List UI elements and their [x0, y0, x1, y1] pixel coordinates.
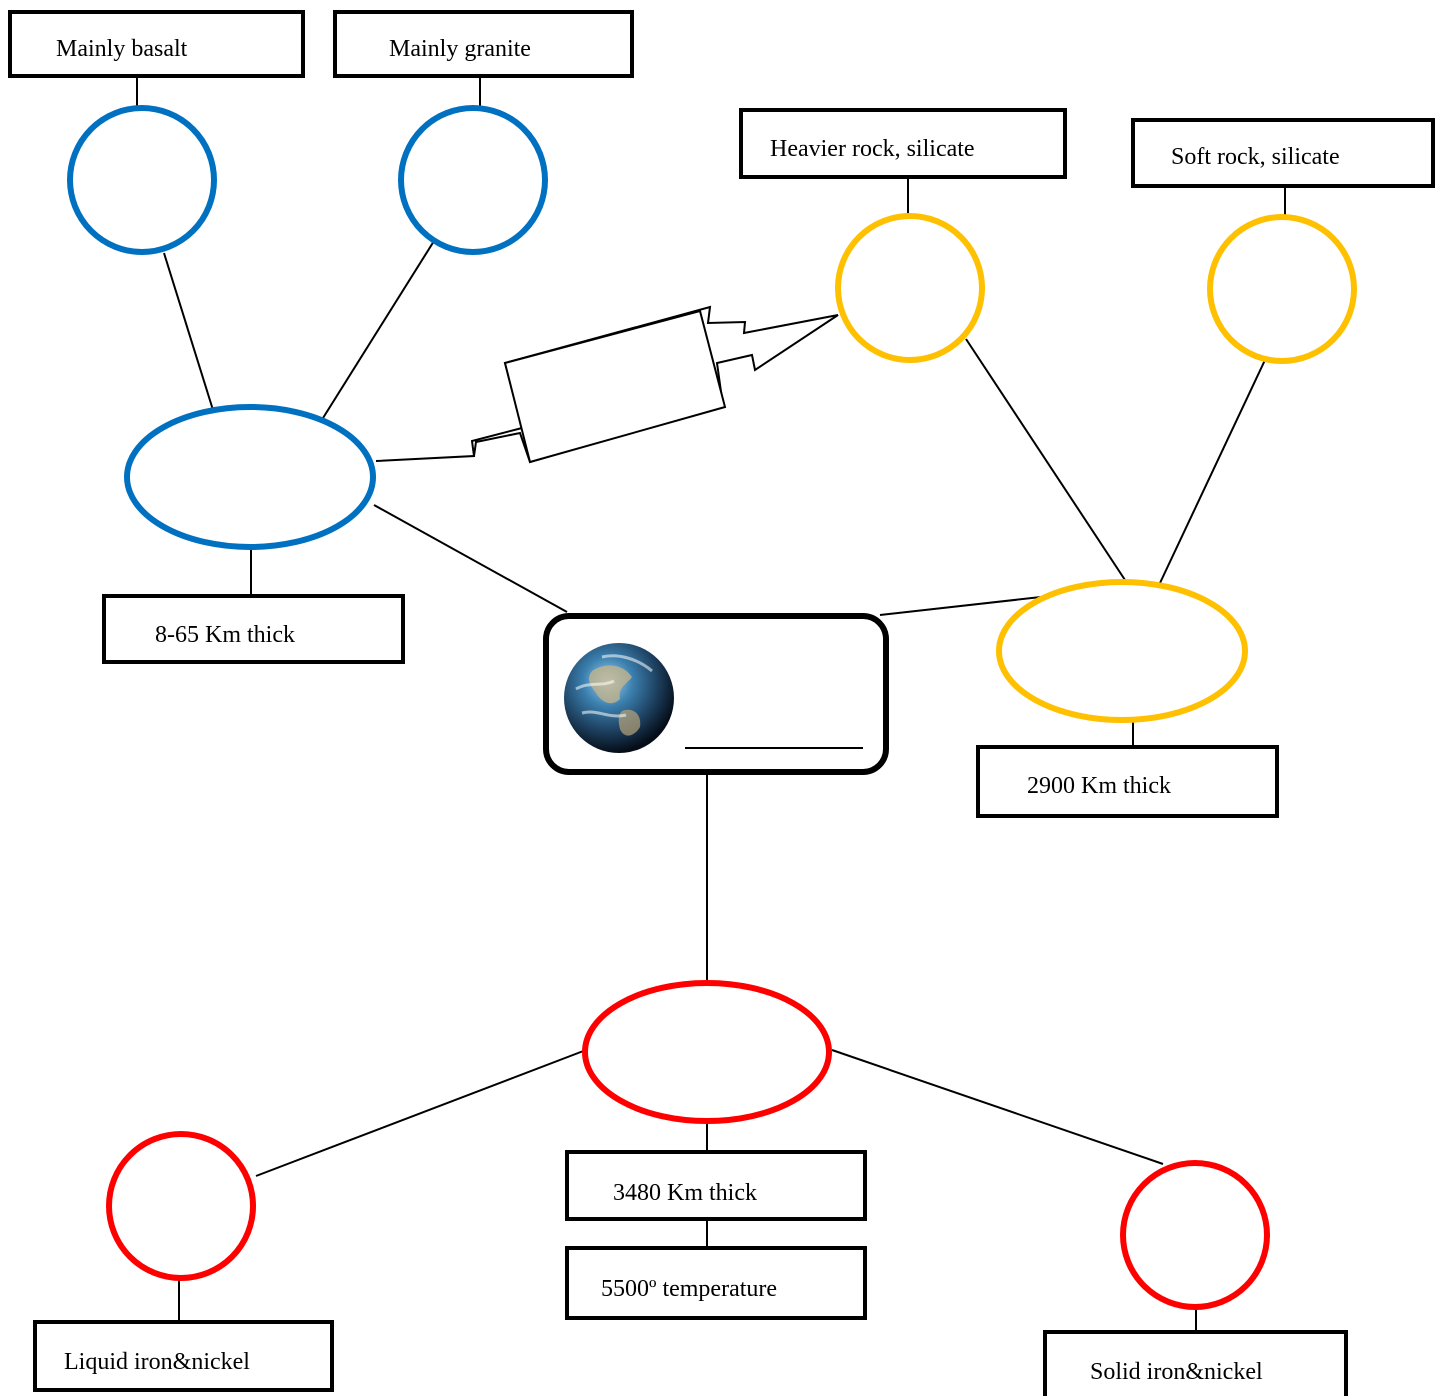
earth-answer-blank[interactable] [685, 721, 863, 749]
mantle-thickness-box: 2900 Km thick [976, 745, 1279, 818]
basalt-label-box: Mainly basalt [8, 10, 305, 78]
solid-core-circle [1120, 1160, 1270, 1310]
line-heavier-to-mantle [965, 338, 1128, 584]
soft-rock-description: Soft rock, silicate [1171, 144, 1340, 170]
basalt-circle [67, 105, 217, 255]
connector-box [503, 309, 727, 464]
solid-core-description: Solid iron&nickel [1090, 1359, 1263, 1385]
granite-description: Mainly granite [389, 36, 531, 62]
core-thickness-box: 3480 Km thick [565, 1150, 867, 1221]
basalt-description: Mainly basalt [56, 36, 188, 62]
liquid-core-label-box: Liquid iron&nickel [33, 1320, 334, 1392]
mantle-ellipse [996, 579, 1248, 723]
heavier-rock-label-box: Heavier rock, silicate [739, 108, 1067, 179]
line-basalt-to-crust [163, 252, 214, 411]
heavier-rock-circle [835, 213, 985, 363]
crust-thickness-box: 8-65 Km thick [102, 594, 405, 664]
soft-rock-label-box: Soft rock, silicate [1131, 118, 1435, 188]
line-crust-to-center [373, 504, 568, 613]
core-temperature: 5500º temperature [601, 1276, 778, 1302]
mantle-thickness: 2900 Km thick [1027, 773, 1171, 799]
granite-circle [398, 105, 548, 255]
crust-ellipse [124, 404, 376, 550]
earth-center-box [543, 613, 889, 775]
core-temperature-box: 5500º temperature [565, 1246, 867, 1320]
solid-core-label-box: Solid iron&nickel [1043, 1330, 1348, 1396]
core-ellipse [582, 980, 832, 1124]
liquid-core-description: Liquid iron&nickel [64, 1349, 250, 1375]
liquid-core-circle [106, 1131, 256, 1281]
core-thickness: 3480 Km thick [613, 1180, 757, 1206]
earth-globe-icon [564, 643, 674, 753]
granite-label-box: Mainly granite [333, 10, 634, 78]
line-granite-to-crust [322, 240, 435, 419]
heavier-rock-description: Heavier rock, silicate [770, 136, 975, 162]
line-core-to-liquid [255, 1049, 587, 1177]
line-core-to-solid [831, 1049, 1164, 1165]
line-soft-to-mantle [1159, 359, 1266, 584]
crust-thickness: 8-65 Km thick [155, 622, 295, 648]
soft-rock-circle [1207, 214, 1357, 364]
line-center-to-mantle [879, 595, 1051, 616]
